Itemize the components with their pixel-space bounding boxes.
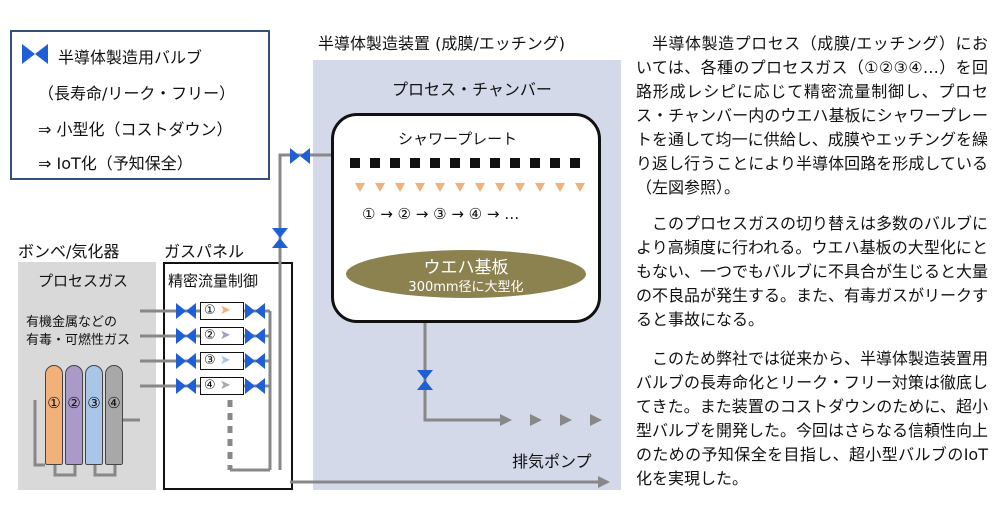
- shower-plate: [350, 158, 580, 168]
- valve-icon: [176, 378, 196, 394]
- gas-cylinder-3: ③: [85, 365, 103, 465]
- exhaust-pump-label: 排気ポンプ: [512, 452, 592, 471]
- flow-step-2: ② ➤: [200, 327, 244, 345]
- gas-cylinder-4: ④: [105, 365, 123, 465]
- shower-plate-label: シャワープレート: [398, 130, 518, 148]
- gas-panel-label: ガスパネル: [164, 242, 245, 261]
- flow-step-1: ① ➤: [200, 302, 244, 320]
- flow-control-label: 精密流量制御: [168, 272, 259, 290]
- gas-cylinder-1: ①: [45, 365, 63, 465]
- wafer-size-label: 300mm径に大型化: [408, 280, 524, 295]
- valve-icon: [245, 303, 265, 319]
- valve-icon: [290, 148, 310, 164]
- valve-icon: [176, 353, 196, 369]
- valve-icon: [22, 44, 48, 64]
- process-sequence: ① → ② → ③ → ④ → …: [362, 205, 520, 223]
- gas-description-2: 有毒・可燃性ガス: [26, 333, 131, 348]
- exhaust-arrow-5: [598, 476, 610, 488]
- paragraph-1: 半導体製造プロセス（成膜/エッチング）においては、各種のプロセスガス（①②③④……: [636, 34, 988, 197]
- paragraph-2: このプロセスガスの切り替えは多数のバルブにより高頻度に行われる。ウエハ基板の大型…: [636, 214, 989, 329]
- exhaust-arrow-4: [590, 414, 602, 426]
- valve-icon: [245, 328, 265, 344]
- gas-description-1: 有機金属などの: [26, 315, 118, 330]
- wafer: ウエハ基板 300mm径に大型化: [346, 250, 586, 298]
- paragraph-3: このため弊社では従来から、半導体製造装置用バルブの長寿命化とリーク・フリー対策は…: [636, 349, 989, 488]
- legend-iot-label: ⇒ IoT化（予知保全）: [38, 154, 193, 173]
- valve-icon: [245, 378, 265, 394]
- chamber-title: プロセス・チャンバー: [392, 80, 552, 99]
- exhaust-arrow-1: [500, 414, 512, 426]
- flow-step-4: ④ ➤: [200, 377, 244, 395]
- valve-icon: [272, 228, 288, 248]
- valve-icon: [176, 328, 196, 344]
- equipment-title: 半導体製造装置 (成膜/エッチング): [318, 34, 565, 53]
- gas-flow-arrows: [355, 183, 585, 192]
- valve-icon: [176, 303, 196, 319]
- legend-longlife-label: （長寿命/リーク・フリー）: [38, 84, 236, 103]
- exhaust-arrow-3: [560, 414, 572, 426]
- valve-icon: [245, 353, 265, 369]
- gas-cylinder-2: ②: [65, 365, 83, 465]
- legend-miniaturize-label: ⇒ 小型化（コストダウン）: [38, 120, 233, 139]
- process-gas-label: プロセスガス: [38, 272, 129, 290]
- valve-icon: [417, 370, 433, 390]
- legend-box: 半導体製造用バルブ （長寿命/リーク・フリー） ⇒ 小型化（コストダウン） ⇒ …: [10, 30, 270, 180]
- wafer-label: ウエハ基板: [423, 258, 509, 278]
- cylinder-label: ボンベ/気化器: [18, 242, 120, 261]
- exhaust-arrow-2: [530, 414, 542, 426]
- flow-step-3: ③ ➤: [200, 352, 244, 370]
- legend-valve-label: 半導体製造用バルブ: [58, 48, 203, 67]
